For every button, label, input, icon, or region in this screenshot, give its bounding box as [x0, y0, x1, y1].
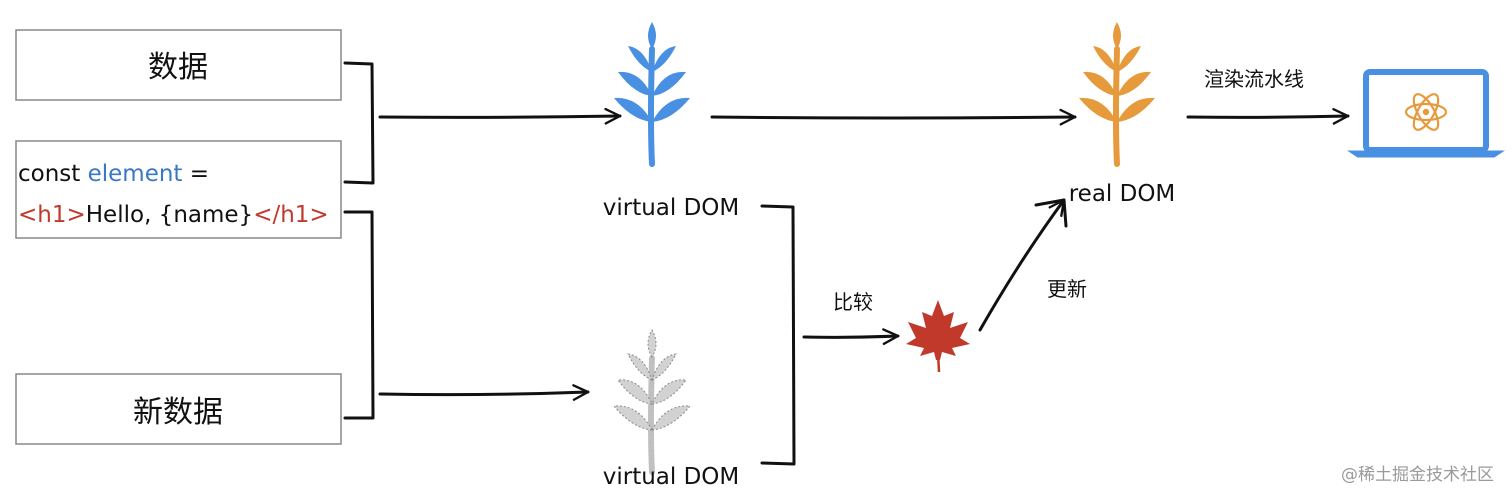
arrow-update — [978, 198, 1066, 332]
real-dom-label: real DOM — [1069, 181, 1176, 207]
patch-maple-leaf-icon — [906, 300, 970, 373]
code-eq: = — [182, 161, 209, 187]
data-box-label: 数据 — [148, 50, 208, 85]
code-element: element — [88, 161, 183, 187]
watermark: @稀土掘金技术社区 — [1341, 465, 1494, 485]
arrow-real-to-screen — [1186, 108, 1350, 125]
arrow-to-new-vdom — [378, 384, 590, 401]
top-bracket — [343, 61, 375, 185]
update-label: 更新 — [1047, 277, 1087, 301]
compare-label: 比较 — [833, 290, 873, 314]
new-data-box: 新数据 — [15, 373, 342, 445]
vdom-tree-icon — [614, 22, 690, 164]
compare-bracket — [760, 204, 796, 466]
vdom-bottom-label: virtual DOM — [603, 464, 740, 490]
code-content: Hello, {name} — [86, 202, 253, 228]
arrow-compare — [802, 328, 900, 345]
vdom-top-label: virtual DOM — [603, 195, 740, 221]
browser-laptop-atom-icon — [1347, 69, 1505, 158]
code-line-1: const element = — [18, 161, 209, 187]
data-box: 数据 — [15, 29, 342, 101]
arrow-vdom-to-real — [710, 108, 1077, 126]
new-data-box-label: 新数据 — [133, 395, 223, 430]
bottom-bracket — [343, 210, 375, 420]
real-dom-tree-icon — [1079, 22, 1155, 164]
arrow-update-extra — [1034, 198, 1068, 228]
code-open-tag: <h1> — [18, 202, 86, 228]
arrow-to-vdom — [378, 107, 622, 125]
render-pipeline-label: 渲染流水线 — [1204, 67, 1304, 91]
code-close-tag: </h1> — [253, 202, 329, 228]
code-const: const — [18, 161, 88, 187]
code-line-2: <h1>Hello, {name}</h1> — [18, 202, 329, 228]
new-vdom-tree-icon — [614, 330, 690, 472]
code-box: const element = <h1>Hello, {name}</h1> — [15, 140, 342, 239]
